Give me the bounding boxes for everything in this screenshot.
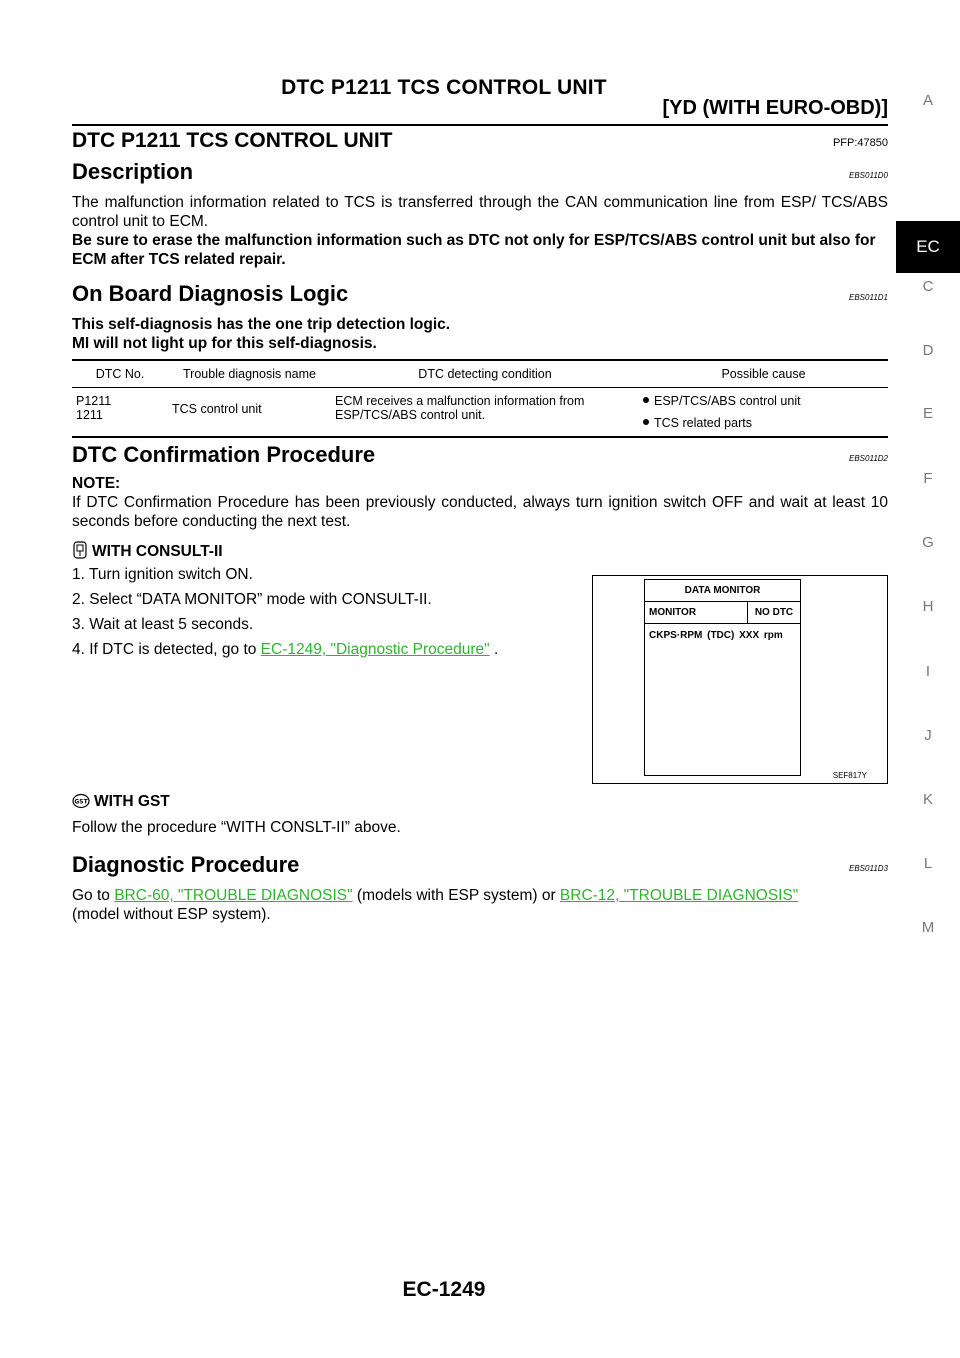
tab-k[interactable]: K [922,791,933,808]
description-text: The malfunction information related to T… [72,194,888,230]
description-heading: Description [72,159,194,184]
note-label: NOTE: [72,475,121,492]
confirmation-heading: DTC Confirmation Procedure [72,442,376,467]
list-item: 2. Select “DATA MONITOR” mode with CONSU… [72,591,432,608]
dtc-table: DTC No. Trouble diagnosis name DTC detec… [72,359,888,438]
description-heading-row: Description EBS011D0 [72,159,888,193]
page-header-subtitle: [YD (WITH EURO-OBD)] [662,97,888,119]
screen-col-monitor: MONITOR [645,602,748,623]
tab-f[interactable]: F [923,470,933,487]
list-item: 4. If DTC is detected, go to EC-1249, "D… [72,641,499,658]
header-rule [72,124,888,126]
procedure-steps: 1. Turn ignition switch ON. 2. Select “D… [72,565,888,659]
brc-12-link[interactable]: BRC-12, "TROUBLE DIAGNOSIS" [559,887,799,904]
tab-ec[interactable]: EC [896,221,960,273]
onboard-line-2: MI will not light up for this self-diagn… [72,335,377,352]
diagnostic-heading-row: Diagnostic Procedure EBS011D3 [72,852,888,886]
dtc-no-2: 1211 [76,408,103,422]
col-dtc-no: DTC No. [72,359,168,388]
onboard-heading-row: On Board Diagnosis Logic EBS011D1 [72,281,888,315]
tab-m[interactable]: M [921,919,935,936]
diagnostic-procedure-link[interactable]: EC-1249, "Diagnostic Procedure" [260,641,490,658]
cause-item: TCS related parts [643,416,884,430]
data-monitor-figure: DATA MONITOR MONITOR NO DTC CKPS·RPM (TD… [592,575,888,784]
onboard-line-1: This self-diagnosis has the one trip det… [72,316,451,333]
list-item: 3. Wait at least 5 seconds. [72,616,254,633]
table-row: P1211 1211 TCS control unit ECM receives… [72,387,888,438]
section-title-row: DTC P1211 TCS CONTROL UNIT PFP:47850 [72,129,888,159]
tab-a[interactable]: A [922,92,933,109]
figure-code: SEF817Y [832,771,867,780]
bullet-icon [643,419,649,425]
diagnostic-code: EBS011D3 [849,864,888,873]
tab-e[interactable]: E [922,405,933,422]
consult-heading: WITH CONSULT-II [92,543,223,560]
note-text: If DTC Confirmation Procedure has been p… [72,494,888,530]
dtc-no-1: P1211 [76,394,112,408]
svg-text:GST: GST [74,799,88,806]
tab-j[interactable]: J [924,727,932,744]
tab-c[interactable]: C [922,278,934,295]
gst-text: Follow the procedure “WITH CONSLT-II” ab… [72,819,401,836]
cause-item: ESP/TCS/ABS control unit [643,394,884,408]
main-content: DTC P1211 TCS CONTROL UNIT PFP:47850 Des… [72,127,888,665]
col-possible-cause: Possible cause [639,359,888,388]
cell-dtc-no: P1211 1211 [72,387,168,438]
gst-section: GST WITH GST Follow the procedure “WITH … [72,792,888,924]
gst-heading-line: GST WITH GST [72,792,888,811]
consult-heading-line: WITH CONSULT-II [72,541,888,561]
onboard-heading: On Board Diagnosis Logic [72,281,349,306]
screen-col-status: NO DTC [754,607,794,618]
description-code: EBS011D0 [849,171,888,180]
diagnostic-text: Go to BRC-60, "TROUBLE DIAGNOSIS" (model… [72,887,799,923]
description-bold-text: Be sure to erase the malfunction informa… [72,232,876,268]
cell-possible-cause: ESP/TCS/ABS control unit TCS related par… [639,387,888,438]
confirmation-heading-row: DTC Confirmation Procedure EBS011D2 [72,442,888,476]
cell-trouble-name: TCS control unit [168,387,331,438]
gst-heading: WITH GST [94,793,170,810]
section-title: DTC P1211 TCS CONTROL UNIT [72,129,393,152]
confirmation-code: EBS011D2 [849,454,888,463]
cell-detect-condition: ECM receives a malfunction information f… [331,387,639,438]
gst-tool-icon: GST [72,793,90,809]
tab-h[interactable]: H [922,598,934,615]
diagnostic-heading: Diagnostic Procedure [72,852,300,877]
monitor-screen: DATA MONITOR MONITOR NO DTC CKPS·RPM (TD… [644,579,801,776]
tab-i[interactable]: I [925,663,931,680]
col-trouble-name: Trouble diagnosis name [168,359,331,388]
consult-tool-icon [73,541,87,559]
screen-row: CKPS·RPM (TDC) XXX rpm [649,630,783,641]
brc-60-link[interactable]: BRC-60, "TROUBLE DIAGNOSIS" [114,887,353,904]
tab-d[interactable]: D [922,342,934,359]
list-item: 1. Turn ignition switch ON. [72,566,253,583]
col-detect-condition: DTC detecting condition [331,359,639,388]
page-header-title: DTC P1211 TCS CONTROL UNIT [281,76,607,99]
screen-title: DATA MONITOR [645,580,800,602]
pfp-code: PFP:47850 [832,137,888,149]
tab-l[interactable]: L [923,855,933,872]
page-number: EC-1249 [402,1278,486,1301]
screen-header: MONITOR NO DTC [645,602,800,624]
onboard-code: EBS011D1 [849,293,888,302]
tab-g[interactable]: G [922,534,934,551]
bullet-icon [643,397,649,403]
